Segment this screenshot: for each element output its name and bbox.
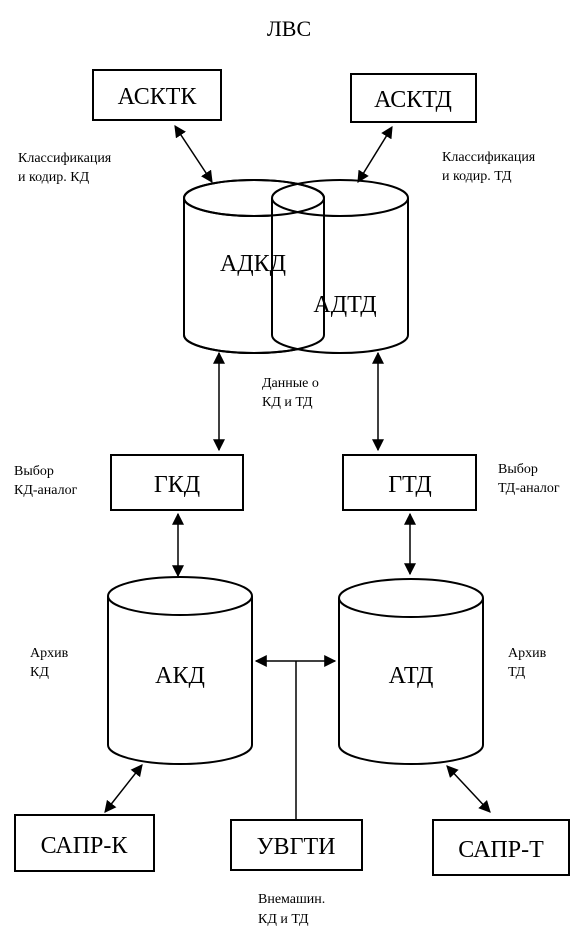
select-kd-label: Выбор КД-аналог: [14, 464, 78, 498]
atd-cylinder: АТД: [338, 578, 484, 765]
archive-kd-label: Архив КД: [30, 646, 72, 680]
sapr-k-label: САПР-К: [41, 833, 129, 859]
atd-saprt-arrow: [446, 765, 491, 813]
uvgti-label: УВГТИ: [257, 834, 336, 860]
adtd-label: АДТД: [313, 292, 376, 318]
asktk-box: АСКТК: [92, 69, 222, 121]
gtd-box: ГТД: [342, 454, 477, 511]
akd-cylinder: АКД: [107, 576, 253, 765]
asktk-label: АСКТК: [118, 84, 198, 110]
select-td-label: Выбор ТД-аналог: [498, 462, 560, 496]
adtd-cylinder: [271, 179, 409, 354]
diagram-title: ЛВС: [267, 16, 311, 41]
classification-td-label: Классификация и кодир. ТД: [442, 150, 539, 184]
asktd-adtd-arrow: [357, 125, 393, 184]
asktd-box: АСКТД: [350, 73, 477, 123]
uvgti-box: УВГТИ: [230, 819, 363, 871]
akd-label: АКД: [155, 663, 205, 689]
offline-kd-td-label: Внемашин. КД и ТД: [258, 892, 329, 927]
sapr-t-label: САПР-Т: [458, 837, 544, 863]
asktd-label: АСКТД: [374, 87, 452, 113]
adkd-label: АДКД: [220, 251, 286, 277]
sapr-k-box: САПР-К: [14, 814, 155, 872]
classification-kd-label: Классификация и кодир. КД: [18, 151, 115, 185]
gkd-box: ГКД: [110, 454, 244, 511]
data-kd-td-label: Данные о КД и ТД: [262, 376, 322, 410]
sapr-t-box: САПР-Т: [432, 819, 570, 876]
archive-td-label: Архив ТД: [508, 646, 550, 680]
atd-label: АТД: [389, 663, 434, 689]
gtd-label: ГТД: [388, 472, 431, 498]
akd-saprk-arrow: [104, 764, 143, 813]
gkd-label: ГКД: [154, 472, 200, 498]
asktk-adkd-arrow: [174, 124, 213, 184]
